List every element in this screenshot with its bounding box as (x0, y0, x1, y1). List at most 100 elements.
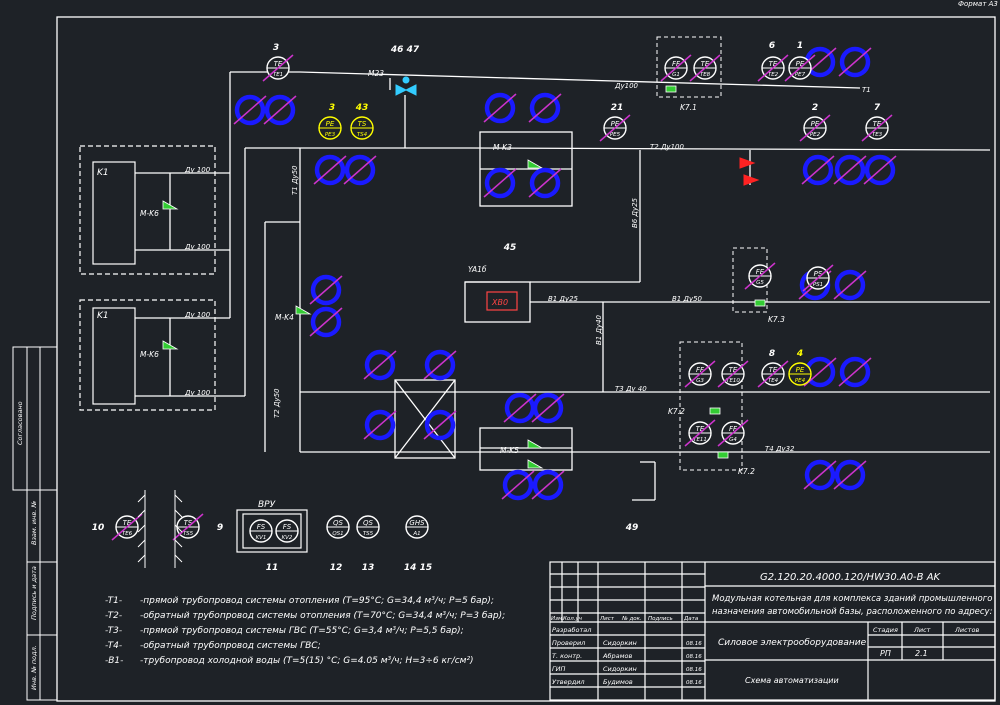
pump-27 (803, 459, 837, 491)
tb-role-name-3: Сидоркин (603, 665, 637, 673)
item-number-n2: 2 (812, 103, 818, 113)
tb-role-date-2: 08.16 (686, 654, 702, 660)
tb-col-header-0: Изм. (551, 616, 564, 622)
pump-21 (501, 469, 535, 501)
item-number-n13: 13 (362, 563, 375, 573)
instrument-pe4-tag: PE4 (795, 378, 806, 384)
tb-col-header-1: Кол.уч (563, 616, 583, 622)
pipe-t1-du50-vert: T1 Ду50 (291, 165, 299, 195)
pipe-t1-du100: Ду100 (614, 82, 639, 90)
left-revision-strip (12, 346, 58, 701)
pump-20 (531, 392, 565, 424)
instrument-pe7-func: PE (796, 60, 805, 68)
legend-text-2: -прямой трубопровод системы ГВС (T=55°C;… (140, 626, 464, 636)
legend-code-0: -T1- (105, 596, 122, 606)
item-number-n3a: 3 (273, 43, 279, 53)
pipe-b6-du25: В6 Ду25 (631, 197, 639, 228)
legend-code-1: -T2- (105, 611, 122, 621)
k1-bottom-label: K1 (97, 311, 109, 321)
instrument-qs1-tag: QS1 (332, 531, 343, 537)
tb-role-3: ГИП (552, 665, 565, 673)
title-sheets-header: Листов (954, 626, 979, 634)
tb-col-header-5: Дата (683, 616, 699, 622)
pump-28 (833, 459, 867, 491)
k1-box-bottom (79, 299, 216, 411)
pipe-t2-du50-vert: T2 Ду50 (273, 388, 281, 418)
instrument-fs1-tag: KV1 (256, 535, 267, 541)
valve-mk6-bottom: M-K6 (140, 350, 159, 359)
legend-code-3: -T4- (105, 641, 122, 651)
pump-17 (363, 409, 397, 441)
instrument-ff4-func: FF (729, 425, 738, 433)
pump-13 (309, 274, 343, 306)
tb-role-name-1: Сидоркин (603, 639, 637, 647)
item-number-n11: 11 (266, 563, 279, 573)
tag-k71: K7.1 (680, 103, 697, 112)
pipe-b1-du25: В1 Ду25 (548, 295, 579, 303)
legend-code-4: -B1- (105, 656, 123, 666)
item-number-n1: 1 (797, 41, 803, 51)
vru-label: ВРУ (258, 500, 276, 510)
instrument-te2-func: TE (769, 60, 778, 68)
instrument-ghs-func: GHS (409, 519, 425, 527)
valve-ya1b: YA1б (468, 265, 487, 274)
tb-col-header-3: № док. (621, 616, 642, 622)
item-number-n1415: 14 15 (404, 563, 432, 573)
pump-16 (423, 349, 457, 381)
instrument-pe1-func: PE (326, 120, 335, 128)
instrument-pe5-tag: PE5 (610, 132, 621, 138)
title-desc-1: Модульная котельная для комплекса зданий… (712, 594, 992, 604)
title-section: Силовое электрооборудование (718, 638, 867, 648)
pump-12 (838, 46, 872, 78)
instrument-ts5-tag: TS5 (183, 531, 194, 537)
k1-box-top (79, 145, 216, 275)
pump-24 (833, 269, 867, 301)
pump-18 (423, 409, 457, 441)
item-number-n21: 21 (611, 103, 624, 113)
item-number-n8: 8 (769, 349, 775, 359)
instrument-te2: TE TE2 (757, 54, 789, 82)
pipe-t2-du100: T2 Ду100 (650, 143, 684, 151)
tb-role-2: Т. контр. (552, 652, 582, 660)
tag-k72a: K7.2 (668, 407, 685, 416)
pump-15 (363, 349, 397, 381)
pipe-t3-du40: T3 Ду 40 (615, 385, 647, 393)
tb-role-date-4: 08.16 (686, 680, 702, 686)
item-number-n6: 6 (769, 41, 775, 51)
tb-role-name-2: Абрамов (602, 652, 632, 660)
tb-role-0: Разработал (552, 626, 591, 634)
tb-role-name-4: Будимов (603, 678, 633, 686)
red-alarm-symbols (739, 157, 760, 186)
title-sheet-header: Лист (913, 626, 931, 634)
instrument-ps1-func: PS (814, 270, 823, 278)
instrument-te4-func: TE (769, 366, 778, 374)
instrument-te10-func: TE (729, 366, 738, 374)
vru-box (236, 509, 308, 553)
item-number-n7: 7 (874, 103, 881, 113)
legend-text-4: -трубопровод холодной воды (T=5(15) °C; … (140, 656, 474, 666)
strip-label-1: Взам. инв. № (30, 501, 38, 545)
instrument-te11-tag: TE11 (693, 437, 707, 443)
instrument-fs2-tag: KV2 (282, 535, 293, 541)
pipe-b1-du50: В1 Ду50 (672, 295, 703, 303)
instrument-te2-tag: TE2 (768, 72, 779, 78)
tb-col-header-2: Лист (599, 616, 615, 622)
k1-top-label: K1 (97, 168, 109, 178)
instrument-te8-tag: TE8 (700, 72, 711, 78)
